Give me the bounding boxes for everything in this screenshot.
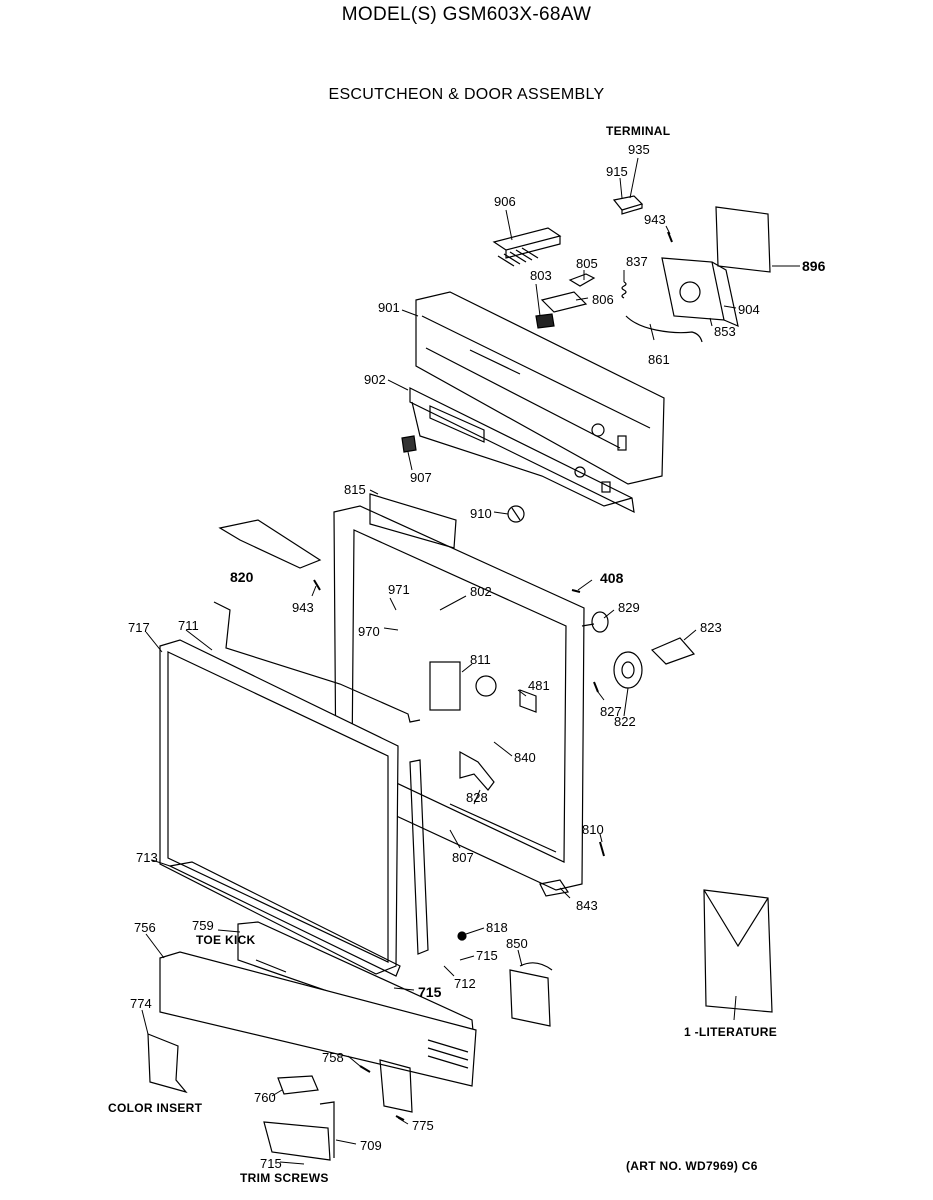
part-label-481: 481 [528,678,550,693]
leader-lines [141,157,800,1165]
part-label-802: 802 [470,584,492,599]
part-label-715c: 715 [260,1156,282,1171]
part-label-774: 774 [130,996,152,1011]
part-label-910: 910 [470,506,492,521]
part-label-822: 822 [614,714,636,729]
part-label-759: 759 [192,918,214,933]
part-label-970: 970 [358,624,380,639]
part-850-drawing [509,962,553,1027]
part-label-713: 713 [136,850,158,865]
model-title: MODEL(S) GSM603X-68AW [341,4,592,25]
part-label-815: 815 [344,482,366,497]
part-label-829: 829 [618,600,640,615]
screw-408-drawing [571,589,581,593]
part-label-971: 971 [388,582,410,597]
part-label-853: 853 [714,324,736,339]
part-label-935: 935 [628,142,650,157]
toe-kick-caption: TOE KICK [196,933,256,947]
part-label-902: 902 [364,372,386,387]
color-insert-caption: COLOR INSERT [108,1101,203,1115]
part-label-827: 827 [600,704,622,719]
part-label-806: 806 [592,292,614,307]
bracket-709-drawing [263,1101,335,1161]
part-label-760: 760 [254,1090,276,1105]
part-label-907: 907 [410,470,432,485]
part-label-823: 823 [700,620,722,635]
sheet-806-drawing [540,291,588,313]
part-818-drawing [457,931,467,941]
part-823-drawing [650,637,696,665]
part-label-850: 850 [506,936,528,951]
part-label-840: 840 [514,750,536,765]
color-insert-774-drawing [147,1033,188,1094]
spring-837-drawing [621,281,627,299]
front-panel-756-drawing [159,951,477,1113]
bracket-805-drawing [568,273,596,287]
panel-902-drawing [409,387,635,514]
section-title: ESCUTCHEON & DOOR ASSEMBLY [328,86,605,103]
part-829-drawing [581,611,609,633]
part-label-758: 758 [322,1050,344,1065]
panel-711-drawing [213,601,421,723]
rail-713-drawing [168,861,401,977]
part-label-901: 901 [378,300,400,315]
handle-820-drawing [218,519,322,569]
literature-caption: 1 -LITERATURE [684,1025,777,1039]
part-label-915: 915 [606,164,628,179]
screw-827-drawing [593,681,599,693]
bracket-760-drawing [277,1075,319,1095]
switch-block-drawing [492,227,562,267]
clip-907-drawing [401,435,417,453]
part-label-805: 805 [576,256,598,271]
harness-861-drawing [625,315,703,343]
part-label-906: 906 [494,194,516,209]
literature-sheet-drawing [715,206,771,273]
part-label-775: 775 [412,1118,434,1133]
screw-810-drawing [599,841,605,857]
knob-910-drawing [507,505,525,523]
part-label-943b: 943 [292,600,314,615]
part-label-717: 717 [128,620,150,635]
timer-904-drawing [661,257,739,328]
screw-943b-drawing [313,579,321,591]
part-label-861: 861 [648,352,670,367]
part-label-807: 807 [452,850,474,865]
part-label-408: 408 [600,570,624,586]
part-label-843: 843 [576,898,598,913]
art-number-caption: (ART NO. WD7969) C6 [626,1159,758,1173]
screw-943-drawing [667,231,673,243]
part-843-drawing [539,879,570,897]
part-label-756: 756 [134,920,156,935]
part-label-896: 896 [802,258,826,274]
part-label-820: 820 [230,569,254,585]
part-label-837: 837 [626,254,648,269]
switch-803-drawing [535,313,555,329]
part-drawings [147,195,773,1161]
part-label-943a: 943 [644,212,666,227]
wheel-822-drawing [613,651,643,689]
part-label-715b: 715 [418,984,442,1000]
part-label-715a: 715 [476,948,498,963]
part-label-811: 811 [470,652,491,667]
screw-758-drawing [359,1065,371,1073]
trim-screws-caption: TRIM SCREWS [240,1171,329,1185]
part-label-711: 711 [178,618,199,633]
part-label-828: 828 [466,790,488,805]
terminal-caption: TERMINAL [606,124,670,138]
part-label-810: 810 [582,822,604,837]
screw-775-drawing [395,1115,405,1121]
escutcheon-901-drawing [415,291,665,485]
part-label-904: 904 [738,302,760,317]
strip-807-drawing [409,759,429,955]
part-label-712: 712 [454,976,476,991]
part-label-803: 803 [530,268,552,283]
literature-envelope-drawing [703,889,773,1013]
terminal-drawing [612,195,644,215]
part-label-709: 709 [360,1138,382,1153]
part-label-818: 818 [486,920,508,935]
part-labels: 935 915 906 943 896 805 837 803 806 904 … [128,142,826,1171]
